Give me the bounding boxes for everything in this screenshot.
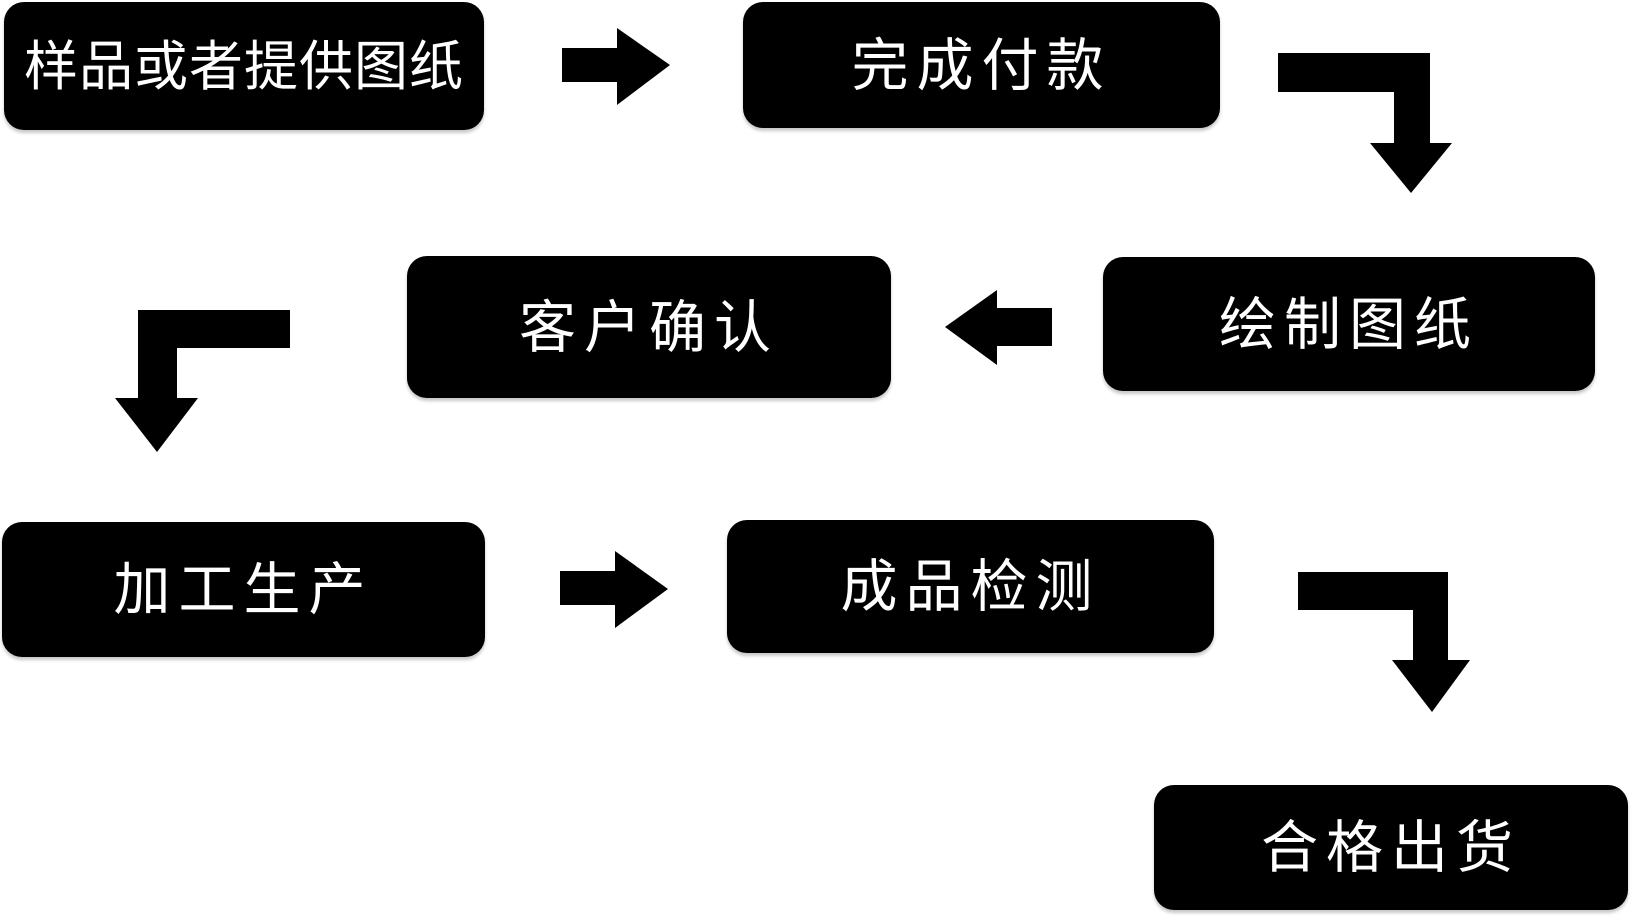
arrow-step3-step4-icon [945,290,1052,365]
flow-step-label: 合格出货 [1261,816,1521,880]
flow-step-customer-confirm: 客户确认 [407,256,891,398]
flow-step-processing-production: 加工生产 [2,522,485,657]
arrow-step2-step3-icon [1278,53,1452,193]
flow-step-sample-or-drawing: 样品或者提供图纸 [4,2,484,130]
flow-step-complete-payment: 完成付款 [743,2,1220,128]
flow-step-draw-drawings: 绘制图纸 [1103,257,1595,391]
arrow-step5-step6-icon [560,551,668,628]
flow-step-label: 样品或者提供图纸 [24,37,464,97]
flow-step-label: 绘制图纸 [1219,292,1479,357]
arrow-step4-step5-icon [115,310,290,452]
flow-step-finished-product-inspection: 成品检测 [727,520,1214,653]
flow-step-label: 加工生产 [113,558,374,622]
flow-step-label: 完成付款 [851,33,1112,98]
flow-step-qualified-shipment: 合格出货 [1154,785,1628,910]
flow-step-label: 成品检测 [840,555,1101,619]
arrow-step1-step2-icon [562,28,670,105]
flow-step-label: 客户确认 [519,295,779,360]
arrow-step6-step7-icon [1298,572,1470,712]
